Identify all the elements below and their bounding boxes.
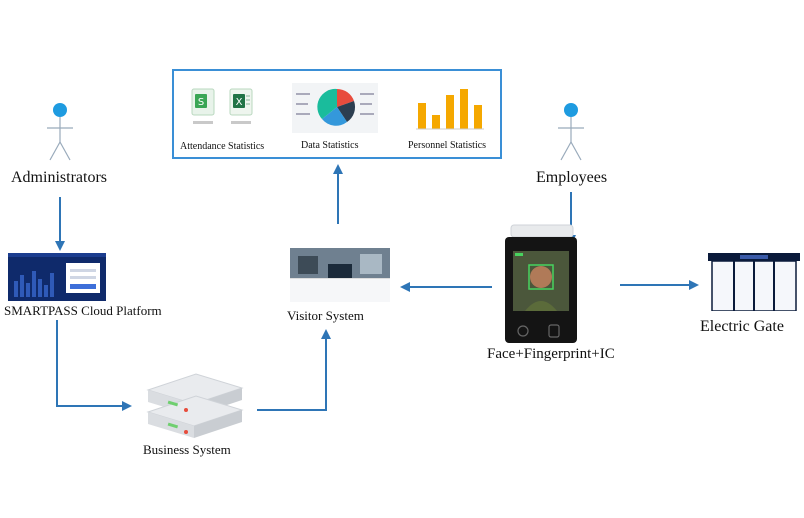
bar-chart-icon <box>416 89 484 130</box>
pie-chart-icon <box>292 83 378 133</box>
employee-person-icon <box>558 103 584 161</box>
svg-text:S: S <box>198 97 204 108</box>
visitor-system-label: Visitor System <box>287 308 364 323</box>
electric-gate-icon <box>708 253 800 311</box>
server-icon <box>146 373 244 438</box>
statistics-panel: S X Attendance Statistics Data Statistic… <box>172 69 502 159</box>
svg-text:X: X <box>236 97 243 108</box>
spreadsheet-files-icon: S X <box>191 88 253 124</box>
electric-gate-label: Electric Gate <box>700 318 784 335</box>
personnel-statistics-label: Personnel Statistics <box>408 140 487 151</box>
face-terminal-device <box>505 224 577 343</box>
administrators-label: Administrators <box>11 169 107 186</box>
visitor-screen-thumbnail <box>290 248 390 302</box>
terminal-label: Face+Fingerprint+IC <box>487 346 615 362</box>
smartpass-screen-thumbnail <box>8 253 106 301</box>
administrator-person-icon <box>47 103 73 161</box>
business-system-label: Business System <box>143 442 231 457</box>
smartpass-label: SMARTPASS Cloud Platform <box>4 303 162 318</box>
data-statistics-label: Data Statistics <box>301 140 359 151</box>
arrow-business-to-visitor <box>257 329 331 411</box>
attendance-statistics-label: Attendance Statistics <box>180 141 265 152</box>
employees-label: Employees <box>536 169 608 186</box>
arrow-smartpass-to-business <box>56 320 132 411</box>
